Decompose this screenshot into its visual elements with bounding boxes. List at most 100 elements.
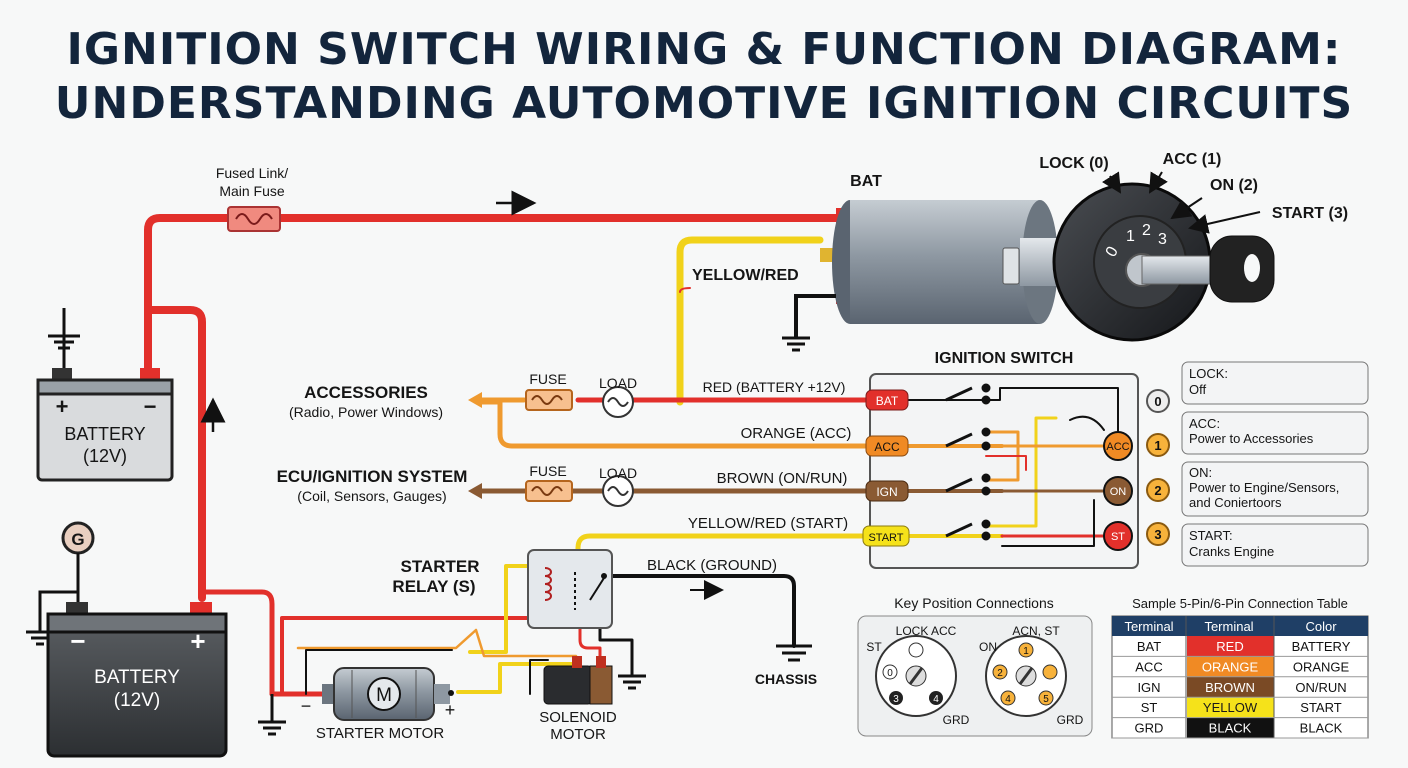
svg-text:ON: ON: [1110, 486, 1127, 498]
position-pointer-lines: [1101, 171, 1261, 234]
fused-link-label-2: Main Fuse: [219, 183, 285, 199]
terminal-start: START: [862, 525, 910, 547]
svg-text:2: 2: [997, 668, 1003, 679]
right-connector-side: ON: [979, 640, 997, 654]
svg-text:ACC: ACC: [1106, 441, 1129, 453]
ecu-label: ECU/IGNITION SYSTEM: [277, 467, 468, 486]
fuse-2-label: FUSE: [529, 463, 566, 479]
svg-text:3: 3: [1154, 527, 1161, 542]
bat-terminal-label: BAT: [850, 173, 882, 190]
starter-motor: M: [322, 667, 454, 721]
right-connector-bottom: GRD: [1057, 713, 1084, 727]
title-line-1: IGNITION SWITCH WIRING & FUNCTION DIAGRA…: [67, 24, 1342, 75]
fused-link-label-1: Fused Link/: [216, 165, 288, 181]
position-acc: 1 ACC: Power to Accessories: [1146, 411, 1369, 457]
table-color-swatch: [1187, 717, 1274, 738]
svg-text:5: 5: [1043, 694, 1049, 705]
table-cell-terminal: GRD: [1135, 721, 1164, 736]
table-cell-function: BATTERY: [1292, 639, 1351, 654]
table-cell-function: ON/RUN: [1295, 680, 1346, 695]
battery-main-label-2: (12V): [114, 690, 160, 711]
ecu-sub-label: (Coil, Sensors, Gauges): [297, 488, 446, 504]
ignition-switch-body: 0 1 2 3: [820, 182, 1275, 342]
svg-text:4: 4: [1005, 694, 1011, 705]
connection-table-title: Sample 5-Pin/6-Pin Connection Table: [1132, 596, 1348, 611]
relay-wires: [296, 564, 796, 695]
svg-text:1: 1: [1154, 438, 1161, 453]
ignition-switch-schematic: [869, 373, 1139, 569]
svg-text:Power to Accessories: Power to Accessories: [1189, 431, 1314, 446]
terminal-bat: BAT: [865, 389, 909, 411]
output-node-on: ON: [1103, 476, 1133, 506]
svg-text:Power to Engine/Sensors,: Power to Engine/Sensors,: [1189, 480, 1339, 495]
table-header-0: Terminal: [1124, 619, 1173, 634]
gauge: G: [26, 521, 95, 646]
accessories-sub-label: (Radio, Power Windows): [289, 404, 443, 420]
load-ecu: [602, 475, 634, 507]
terminal-ign: IGN: [865, 480, 909, 502]
solenoid-motor: [543, 656, 613, 705]
position-on: 2 ON: Power to Engine/Sensors, and Conie…: [1146, 461, 1369, 517]
load-2-label: LOAD: [599, 465, 637, 481]
svg-text:ST: ST: [1111, 531, 1125, 543]
switch-contacts: [945, 383, 991, 541]
svg-text:ACC:: ACC:: [1189, 416, 1220, 431]
key-connections-title: Key Position Connections: [894, 595, 1054, 611]
svg-text:3: 3: [893, 694, 899, 705]
fuse-1-label: FUSE: [529, 371, 566, 387]
svg-text:+: +: [190, 626, 205, 656]
svg-text:START:: START:: [1189, 528, 1233, 543]
right-connector-top: ACN, ST: [1012, 624, 1060, 638]
table-cell-function: START: [1300, 700, 1341, 715]
table-color-swatch: [1187, 697, 1274, 718]
table-cell-function: ORANGE: [1293, 659, 1350, 674]
svg-text:4: 4: [933, 694, 939, 705]
table-cell-terminal: BAT: [1137, 639, 1161, 654]
chassis-label: CHASSIS: [755, 671, 817, 687]
output-node-acc: ACC: [1103, 431, 1133, 461]
chassis-ground: [776, 644, 812, 662]
wire-yellow-start-label: YELLOW/RED (START): [688, 515, 848, 532]
pos-lock-label: LOCK (0): [1039, 155, 1108, 172]
starter-relay-label-2: RELAY (S): [392, 577, 475, 596]
table-cell-terminal: ACC: [1135, 659, 1162, 674]
main-fuse: [227, 206, 281, 232]
output-node-st: ST: [1103, 521, 1133, 551]
left-connector-bottom: GRD: [943, 713, 970, 727]
svg-text:M: M: [376, 685, 392, 706]
table-header-2: Color: [1305, 619, 1337, 634]
svg-text:IGN: IGN: [876, 485, 897, 499]
load-1-label: LOAD: [599, 375, 637, 391]
svg-text:+: +: [56, 394, 69, 419]
svg-text:ACC: ACC: [874, 440, 900, 454]
position-lock: 0 LOCK: Off: [1146, 361, 1369, 413]
table-cell-color-name: YELLOW: [1203, 700, 1258, 715]
svg-text:and Coniertoors: and Coniertoors: [1189, 495, 1282, 510]
svg-text:2: 2: [1154, 483, 1161, 498]
table-cell-color-name: BLACK: [1209, 721, 1252, 736]
pos-start-label: START (3): [1272, 205, 1348, 222]
left-connector-top: LOCK ACC: [896, 624, 957, 638]
svg-text:0: 0: [1154, 394, 1161, 409]
title-line-2: UNDERSTANDING AUTOMOTIVE IGNITION CIRCUI…: [55, 78, 1353, 129]
svg-text:1: 1: [1126, 228, 1135, 245]
fuse-ecu: [525, 480, 573, 502]
pos-on-label: ON (2): [1210, 177, 1258, 194]
svg-text:Cranks Engine: Cranks Engine: [1189, 544, 1274, 559]
motor-plus: +: [445, 700, 456, 720]
acc-arrow: [468, 392, 482, 408]
ecu-arrow: [468, 483, 482, 499]
svg-text:−: −: [70, 626, 85, 656]
left-connector-side: ST: [866, 640, 882, 654]
wire-brown-label: BROWN (ON/RUN): [717, 470, 848, 487]
table-cell-terminal: IGN: [1137, 680, 1160, 695]
svg-text:0: 0: [887, 668, 893, 679]
svg-text:−: −: [144, 394, 157, 419]
motor-minus: −: [301, 696, 312, 716]
fuse-acc: [525, 389, 573, 411]
table-cell-color-name: RED: [1216, 639, 1243, 654]
load-acc: [602, 386, 634, 418]
table-cell-color-name: BROWN: [1205, 680, 1255, 695]
